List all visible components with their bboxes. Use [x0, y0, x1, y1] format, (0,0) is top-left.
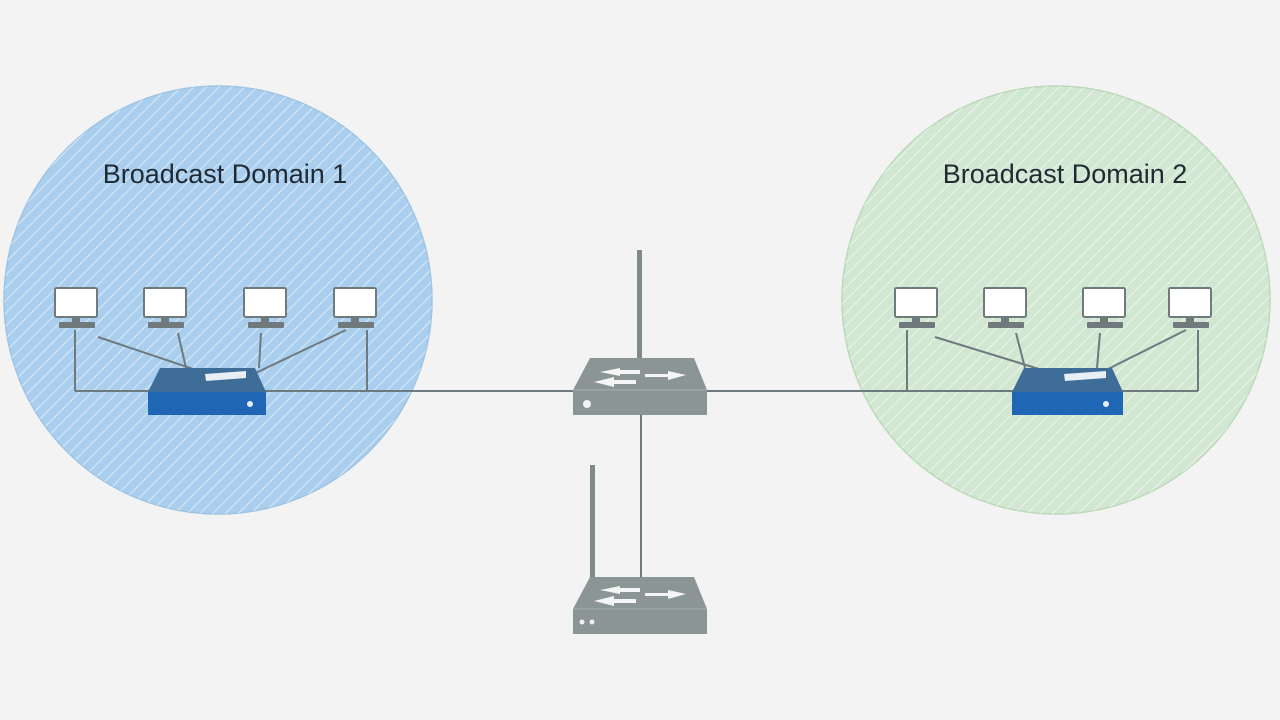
- desktop-computer-icon: [1082, 287, 1126, 328]
- switch-1: [148, 368, 266, 415]
- cable-pc-8: [934, 336, 1053, 374]
- broadcast-domain-2: Broadcast Domain 2: [841, 85, 1271, 515]
- cable-pc-2: [97, 336, 206, 374]
- domain-2-label: Broadcast Domain 2: [943, 159, 1188, 189]
- broadcast-domain-1: Broadcast Domain 1: [3, 85, 433, 515]
- cable-pc-3: [177, 332, 187, 369]
- domain-1-hatch: [4, 86, 432, 514]
- desktop-computer-icon: [54, 287, 98, 328]
- cable-pc-4: [258, 332, 262, 369]
- desktop-computer-icon: [894, 287, 938, 328]
- network-switch-icon: [1012, 368, 1123, 415]
- arrows-icon: [594, 586, 686, 606]
- switch-2: [1012, 368, 1123, 415]
- antenna-icon: [590, 465, 595, 580]
- domain-2-computers: [894, 287, 1212, 328]
- domain-1-label: Broadcast Domain 1: [103, 159, 348, 189]
- wireless-router-icon: [573, 250, 707, 415]
- desktop-computer-icon: [333, 287, 377, 328]
- desktop-computer-icon: [243, 287, 287, 328]
- domain-2-hatch: [842, 86, 1270, 514]
- desktop-computer-icon: [983, 287, 1027, 328]
- router-lower: [573, 465, 707, 634]
- cable-pc-9: [1015, 332, 1026, 369]
- router-main: [573, 250, 707, 415]
- domain-1-computers: [54, 287, 377, 328]
- cable-pc-5: [244, 329, 347, 379]
- network-switch-icon: [148, 368, 266, 415]
- antenna-icon: [637, 250, 642, 362]
- desktop-computer-icon: [143, 287, 187, 328]
- wireless-router-icon: [573, 465, 707, 634]
- cable-pc-10: [1096, 332, 1101, 369]
- arrows-icon: [594, 368, 686, 387]
- desktop-computer-icon: [1168, 287, 1212, 328]
